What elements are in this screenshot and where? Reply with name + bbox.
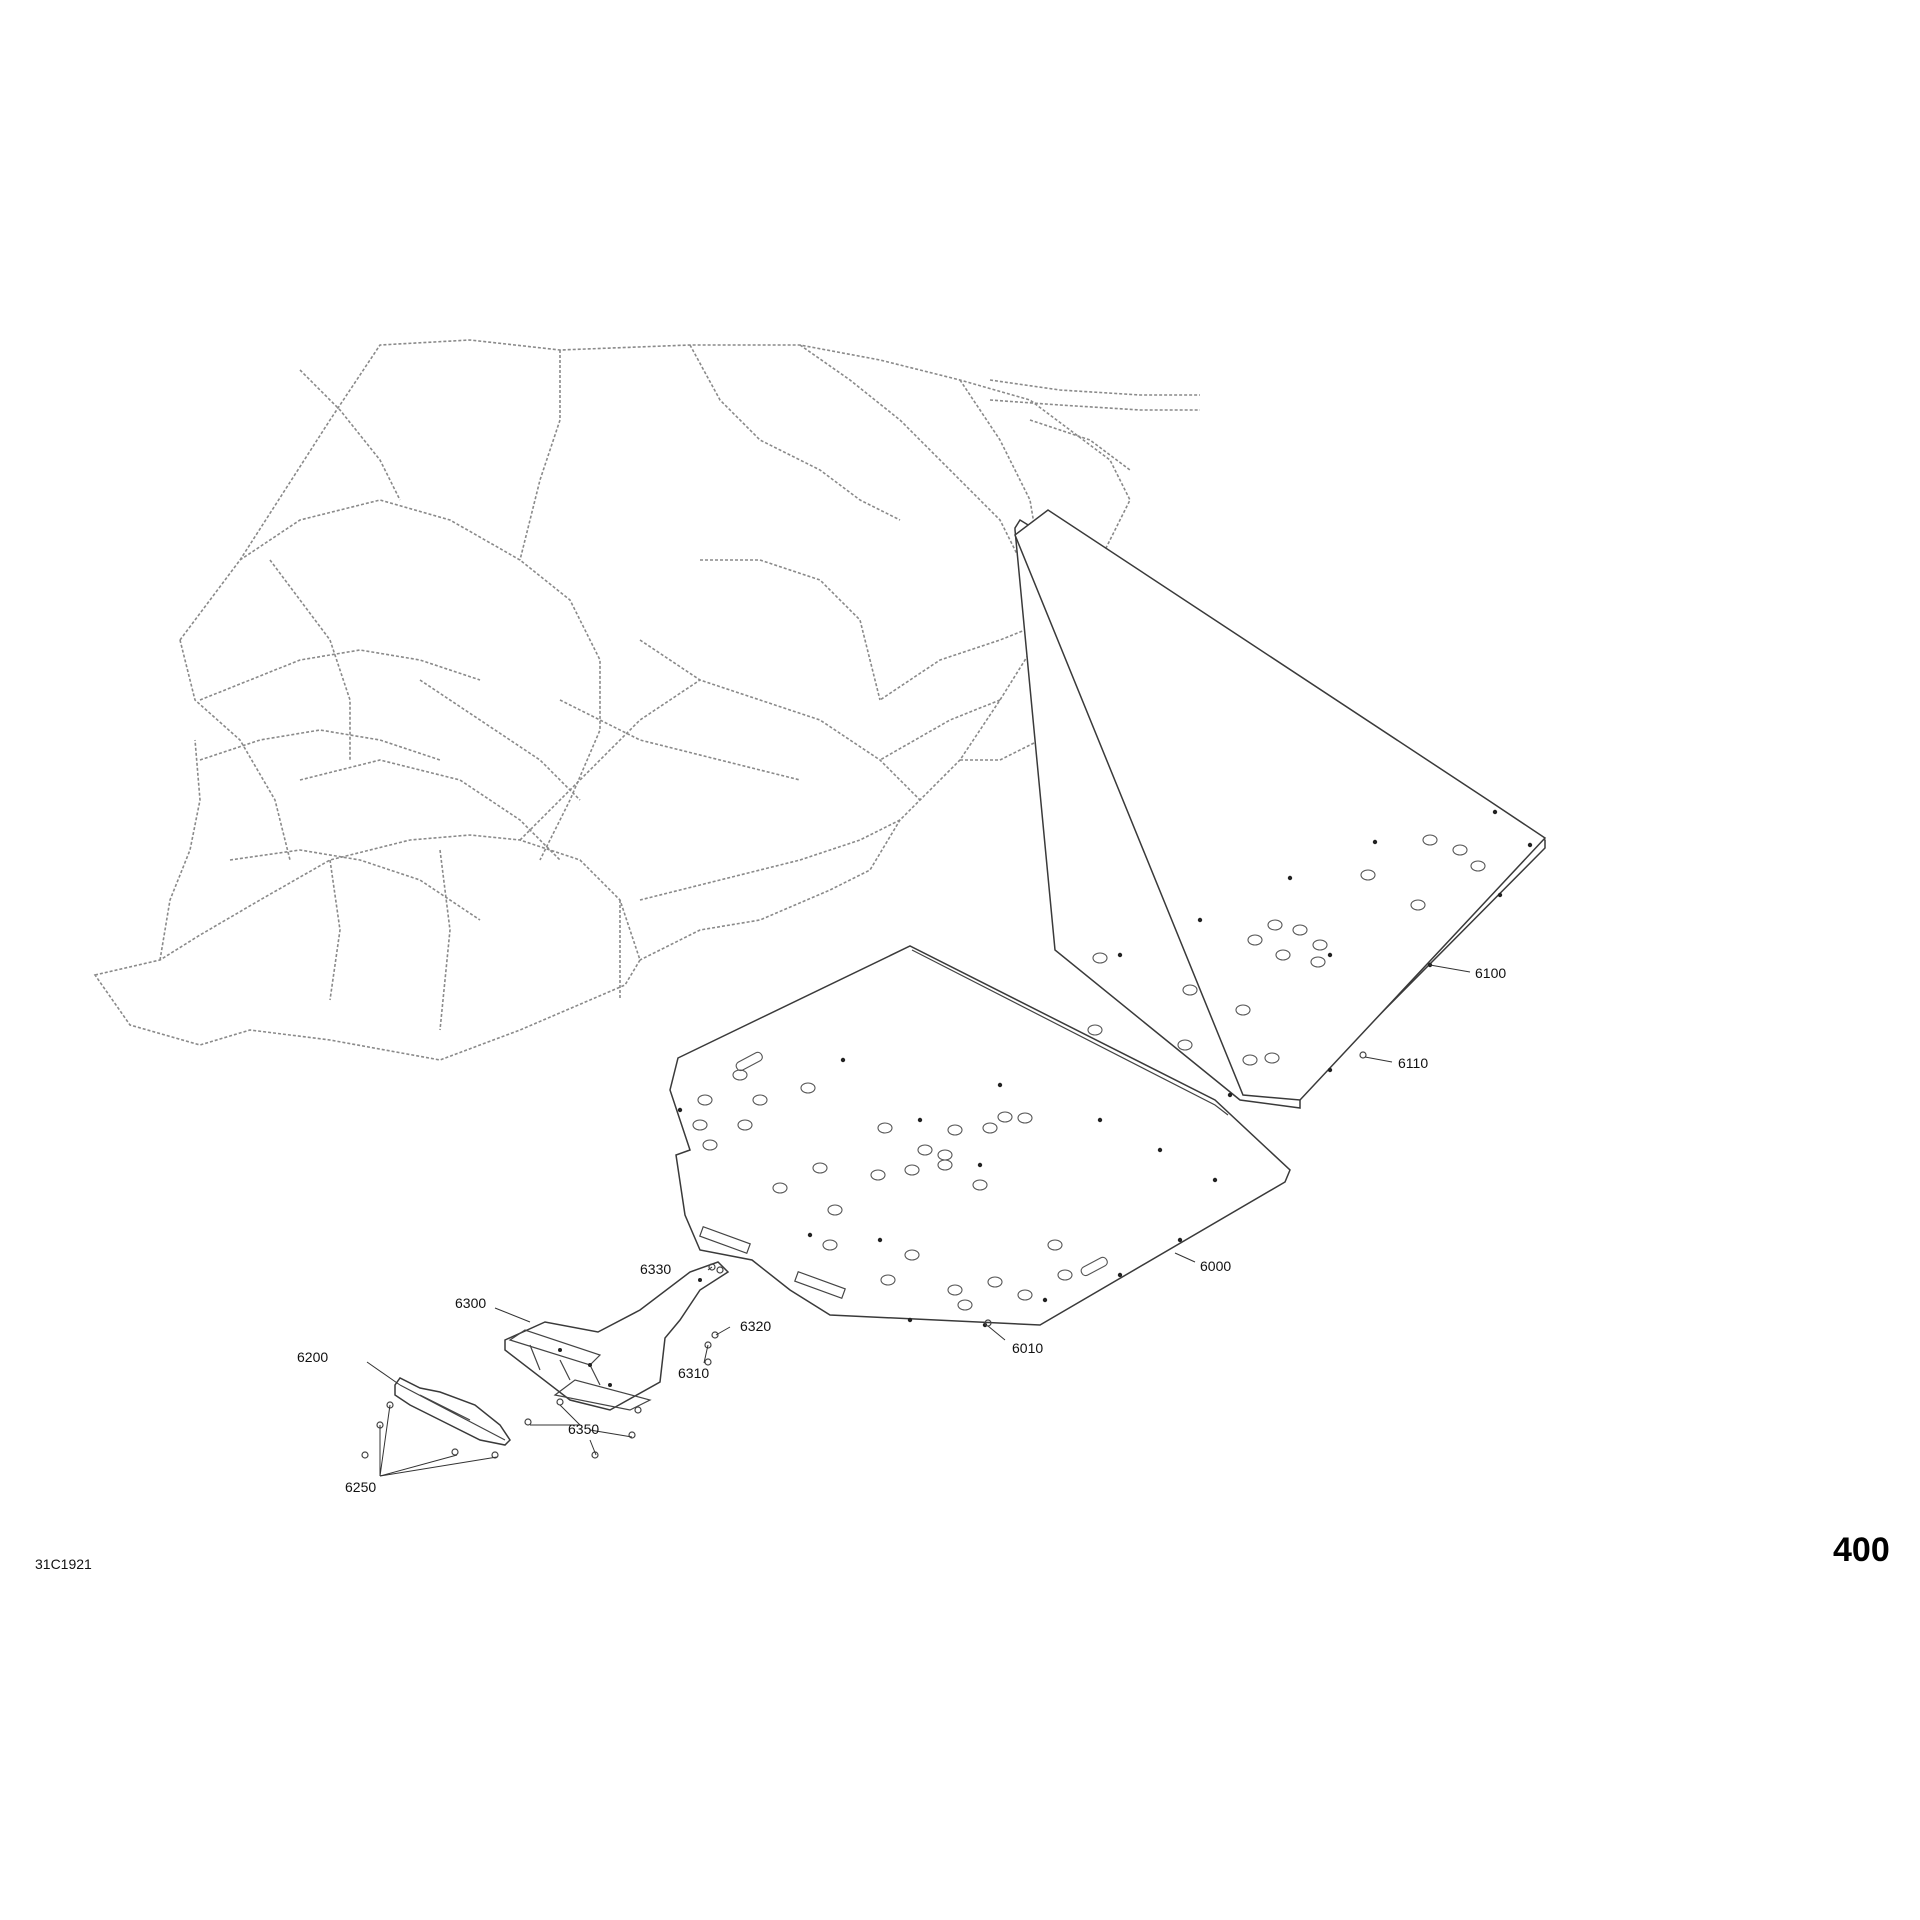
callout-6100: 6100 <box>1475 965 1506 981</box>
floor-plate-6000 <box>669 945 1291 1328</box>
plate-6000-slots <box>699 1051 1108 1300</box>
callout-6200: 6200 <box>297 1349 328 1365</box>
vehicle-frame <box>93 339 1200 1061</box>
skid-plate-6300 <box>504 1261 730 1411</box>
plate-6100-holes <box>1087 834 1486 1066</box>
callout-6300: 6300 <box>455 1295 486 1311</box>
page-number: 400 <box>1833 1531 1890 1569</box>
callout-6000: 6000 <box>1200 1258 1231 1274</box>
callout-6110: 6110 <box>1398 1055 1428 1071</box>
floor-plate-6100 <box>1014 509 1547 1109</box>
callout-6320: 6320 <box>740 1318 771 1334</box>
leader-lines <box>366 964 1471 1477</box>
callout-6250: 6250 <box>345 1479 376 1495</box>
callouts: 6000 6010 6100 6110 6200 6250 6300 6310 … <box>297 965 1506 1495</box>
callout-6010: 6010 <box>1012 1340 1043 1356</box>
drawing-code: 31C1921 <box>35 1556 92 1572</box>
plate-6000-fasteners <box>677 1057 1218 1328</box>
callout-6350: 6350 <box>568 1421 599 1437</box>
callout-6310: 6310 <box>678 1365 709 1381</box>
guard-6200 <box>394 1377 511 1446</box>
callout-6330: 6330 <box>640 1261 671 1277</box>
plate-6000-holes <box>692 1069 1073 1311</box>
